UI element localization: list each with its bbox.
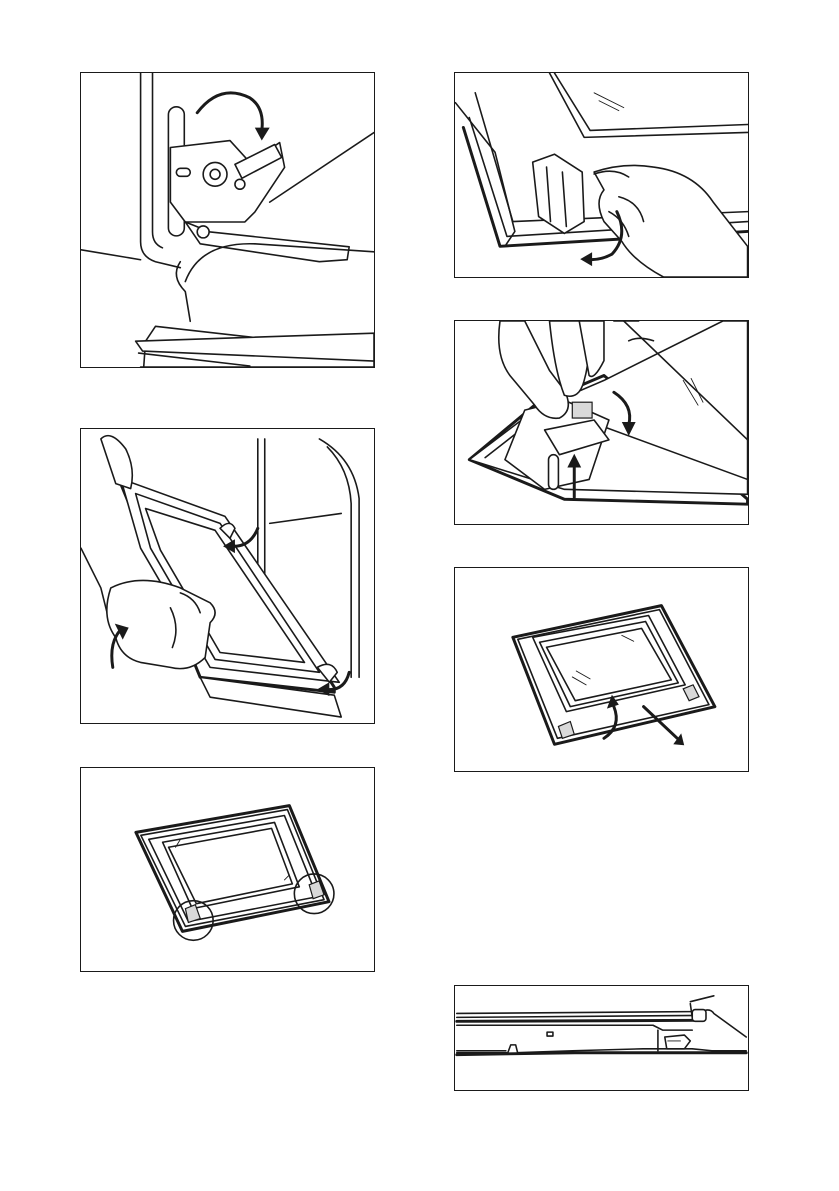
figure-door-lift-off (80, 428, 375, 724)
figure-hinge-clip-press (454, 320, 749, 525)
figure-glass-panel-remove (454, 567, 749, 772)
trim-release-illustration (455, 73, 748, 277)
hinge-lever-rotate-illustration (81, 73, 374, 367)
glass-panel-removal-illustration (455, 568, 748, 771)
door-edge-cross-section-illustration (455, 986, 748, 1090)
figure-door-frame-corners (80, 767, 375, 972)
door-frame-highlight-illustration (81, 768, 374, 971)
figure-door-edge-section (454, 985, 749, 1091)
figure-hinge-lever-open (80, 72, 375, 368)
door-removal-illustration (81, 429, 374, 723)
figure-door-trim-release (454, 72, 749, 278)
hinge-clip-press-illustration (455, 321, 748, 524)
